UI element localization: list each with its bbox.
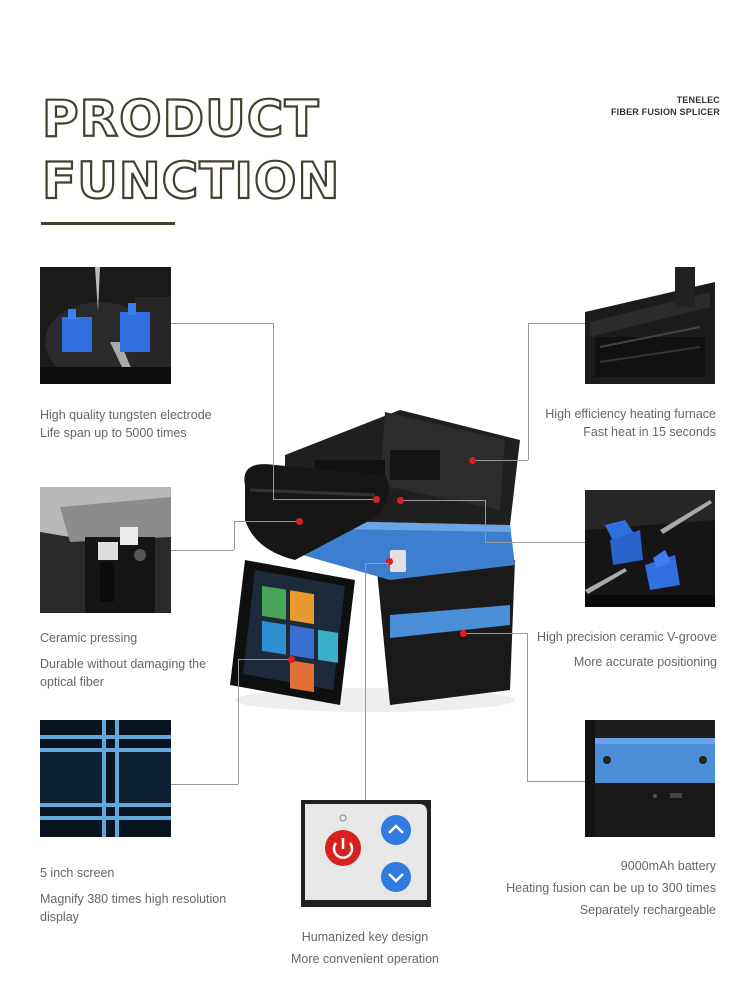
chevron-up-icon [381,815,411,845]
leader-battery-h2 [527,781,585,782]
leader-battery-v [527,633,528,781]
leader-battery-h [464,633,527,634]
leader-pressing-h [171,550,234,551]
leader-screen-h2 [238,659,291,660]
leader-vgroove-h2 [485,542,585,543]
chevron-down-icon [381,862,411,892]
leader-electrode-v [273,323,274,499]
leader-vgroove-h [401,500,485,501]
brand-product: FIBER FUSION SPLICER [610,107,720,117]
marker-heating [469,457,476,464]
ceramic-pressing-caption: Ceramic pressing Durable without damagin… [40,631,207,689]
title-line-1: PRODUCT [42,90,320,148]
title-line-2: FUNCTIONS [42,152,340,210]
leader-screen-v [238,659,239,784]
leader-heating-v [528,323,529,460]
leader-electrode-h [171,323,273,324]
ceramic-pressing-photo [40,487,171,613]
leader-keys-v [365,563,366,800]
leader-pressing-h2 [234,521,298,522]
leader-heating-h2 [472,460,528,461]
leader-heating-h [528,323,585,324]
marker-battery [460,630,467,637]
leader-keys-h [365,563,389,564]
title-underline [41,222,175,225]
leader-electrode-h2 [273,499,376,500]
electrode-caption: High quality tungsten electrode Life spa… [40,408,212,440]
v-groove-photo [585,490,715,607]
electrode-photo [40,267,171,384]
page-title: PRODUCT FUNCTIONS [41,89,340,211]
screen-caption: 5 inch screen Magnify 380 times high res… [40,866,227,924]
marker-keys [386,558,393,565]
leader-pressing-v [234,521,235,550]
battery-photo [585,720,715,837]
battery-caption: 9000mAh battery Heating fusion can be up… [506,859,716,917]
brand-label: TENELEC FIBER FUSION SPLICER [611,94,720,118]
marker-electrode [373,496,380,503]
fusion-splicer-device [230,410,520,712]
power-icon [325,830,361,866]
marker-vgroove [397,497,404,504]
leader-vgroove-v [485,500,486,542]
v-groove-caption: High precision ceramic V-groove More acc… [537,630,717,669]
keys-caption: Humanized key design More convenient ope… [290,930,439,966]
key-panel-photo [301,800,431,907]
heating-caption: High efficiency heating furnace Fast hea… [545,407,716,439]
brand-name: TENELEC [676,95,720,105]
screen-closeup-photo [40,720,171,837]
leader-screen-h [171,784,238,785]
heating-furnace-photo [585,267,715,384]
marker-screen [288,656,295,663]
marker-pressing [296,518,303,525]
